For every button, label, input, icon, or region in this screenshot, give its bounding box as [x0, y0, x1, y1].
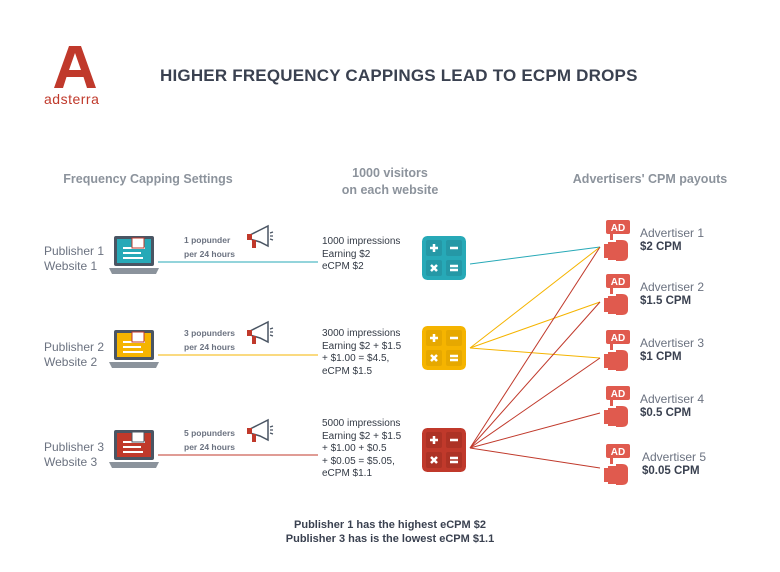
laptop-icon: [109, 430, 159, 468]
page-title: HIGHER FREQUENCY CAPPINGS LEAD TO ECPM D…: [160, 66, 638, 85]
adsterra-logo-icon: [54, 46, 96, 88]
column-heading-right: Advertisers' CPM payouts: [572, 172, 728, 186]
megaphone-icon: [247, 418, 274, 442]
ad-badge-text: AD: [611, 223, 625, 234]
megaphone-icon: [247, 224, 274, 248]
column-heading-left: Frequency Capping Settings: [63, 172, 233, 186]
advertiser-2: Advertiser 2 $1.5 CPM: [640, 280, 705, 307]
ad-badge-text: AD: [611, 389, 625, 400]
column-heading-middle-1: 1000 visitors: [352, 166, 428, 180]
calc2-adv2: [469, 301, 601, 349]
advertiser-4: Advertiser 4 $0.5 CPM: [640, 392, 705, 419]
footer-line-2: Publisher 3 has is the lowest eCPM $1.1: [285, 533, 495, 545]
advertiser-5-icon: AD: [604, 444, 634, 491]
advertiser-2-icon: AD: [604, 274, 634, 321]
laptop-icon: [109, 236, 159, 274]
laptop-icon: [109, 330, 159, 368]
column-heading-middle-2: on each website: [341, 183, 439, 197]
calc1-adv1: [469, 246, 601, 265]
calc2-adv3: [469, 347, 601, 359]
calc3-adv5: [469, 447, 601, 469]
ad-badge-text: AD: [611, 447, 625, 458]
ad-badge-text: AD: [611, 277, 625, 288]
calculator-icon: [422, 236, 466, 280]
advertiser-4-icon: AD: [604, 386, 634, 433]
calc3-adv2: [469, 301, 601, 449]
calc3-adv3: [469, 357, 601, 449]
advertiser-1-icon: AD: [604, 220, 634, 267]
calculator-icon: [422, 326, 466, 370]
footer-line-1: Publisher 1 has the highest eCPM $2: [294, 519, 486, 531]
advertiser-3: Advertiser 3 $1 CPM: [640, 336, 705, 363]
calc3-adv1: [469, 246, 601, 449]
ad-badge-text: AD: [611, 333, 625, 344]
calculator-icon: [422, 428, 466, 472]
calc3-adv4: [469, 412, 601, 449]
calc2-adv1: [469, 246, 601, 349]
megaphone-icon: [247, 320, 274, 344]
logo-text: adsterra: [44, 91, 100, 107]
advertiser-3-icon: AD: [604, 330, 634, 377]
advertiser-5: Advertiser 5 $0.05 CPM: [642, 450, 707, 477]
advertiser-1: Advertiser 1 $2 CPM: [640, 226, 705, 253]
